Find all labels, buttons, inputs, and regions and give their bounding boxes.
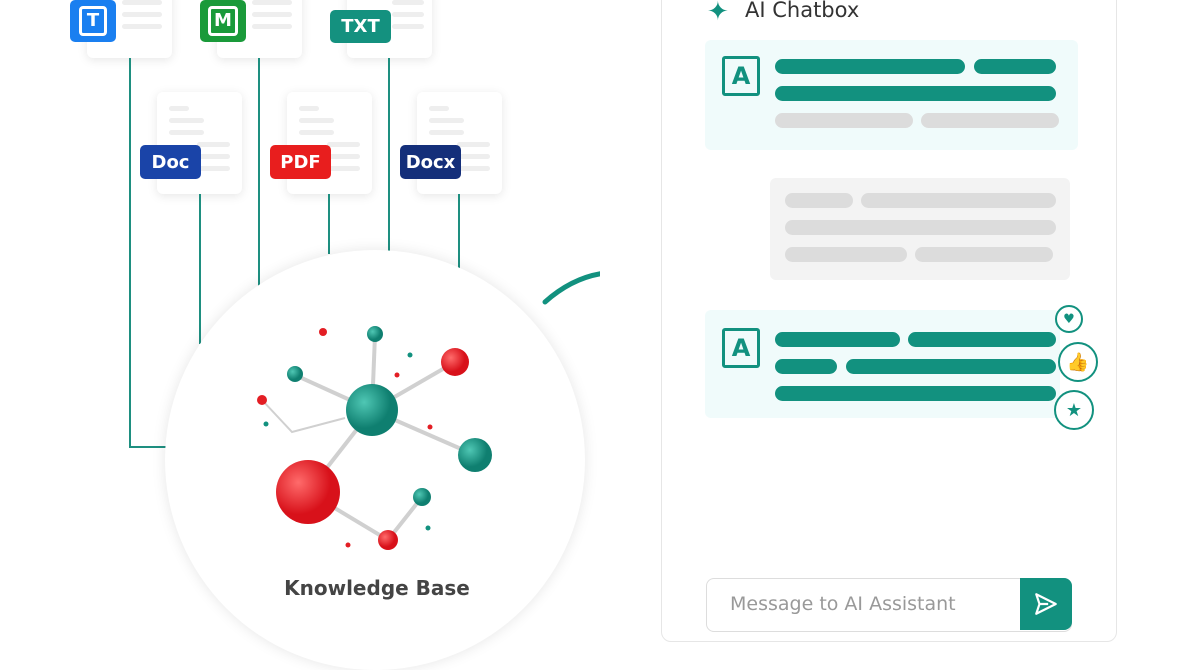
assistant-avatar-icon: A — [722, 56, 760, 96]
graph-node — [257, 395, 267, 405]
connector-line — [199, 194, 201, 344]
arrow-icon — [542, 271, 600, 305]
send-button[interactable] — [1020, 578, 1072, 630]
connector-line — [328, 194, 330, 254]
send-icon — [1035, 593, 1057, 615]
graph-node — [413, 488, 431, 506]
txt-badge: TXT — [330, 10, 391, 43]
connector-line — [129, 58, 131, 448]
assistant-message: A — [705, 40, 1078, 150]
assistant-avatar-icon: A — [722, 328, 760, 368]
knowledge-base-label: Knowledge Base — [284, 576, 470, 600]
knowledge-base-circle — [165, 250, 585, 670]
thumbs-up-icon[interactable]: 👍 — [1058, 342, 1098, 382]
heart-icon[interactable]: ♥ — [1055, 305, 1083, 333]
chat-title: AI Chatbox — [745, 0, 860, 22]
connector-line — [129, 446, 169, 448]
graph-node — [276, 460, 340, 524]
graph-node — [346, 384, 398, 436]
sparkle-icon: ✦ — [707, 0, 729, 27]
assistant-message: A — [705, 310, 1060, 418]
doc-badge: Doc — [140, 145, 201, 179]
m-app-icon: M — [200, 0, 246, 42]
docx-badge: Docx — [400, 145, 461, 179]
graph-node — [367, 326, 383, 342]
graph-node — [287, 366, 303, 382]
star-icon[interactable]: ★ — [1054, 390, 1094, 430]
message-input-placeholder: Message to AI Assistant — [730, 593, 956, 615]
knowledge-graph — [257, 271, 600, 550]
user-message — [770, 178, 1070, 280]
graph-node — [441, 348, 469, 376]
t-app-icon: T — [70, 0, 116, 42]
connector-line — [388, 58, 390, 253]
graph-node — [378, 530, 398, 550]
graph-node — [458, 438, 492, 472]
pdf-badge: PDF — [270, 145, 331, 179]
connector-line — [258, 58, 260, 288]
message-input[interactable]: Message to AI Assistant — [706, 578, 1072, 632]
graph-node — [319, 328, 327, 336]
connector-line — [458, 194, 460, 269]
